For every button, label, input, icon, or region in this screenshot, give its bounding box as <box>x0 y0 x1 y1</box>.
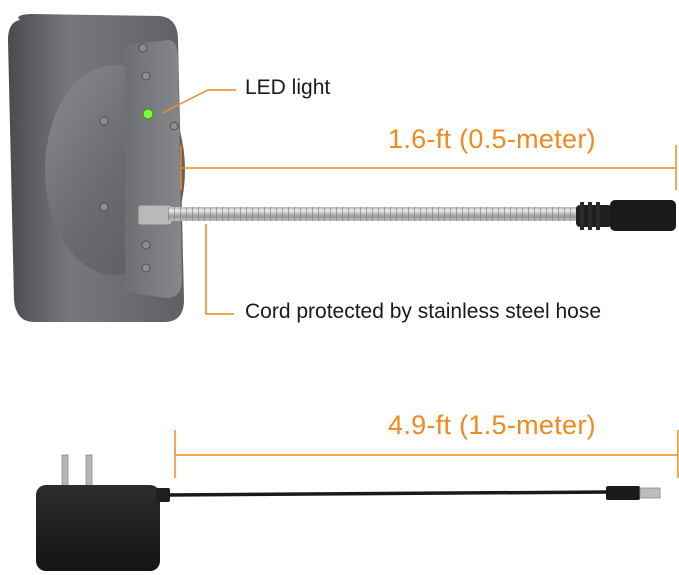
hose-length-label: 1.6-ft (0.5-meter) <box>388 124 596 154</box>
led-light-label: LED light <box>245 76 331 99</box>
power-adapter <box>36 454 661 571</box>
device-body <box>8 14 185 322</box>
plug-prong-icon <box>85 454 93 490</box>
hose-length-dimension-line <box>180 145 677 190</box>
dc-female-connector <box>576 200 676 231</box>
cord-leader-line <box>205 224 234 315</box>
adapter-cord-dimension-line <box>174 430 679 478</box>
led-indicator-icon <box>142 108 154 120</box>
stainless-hose <box>137 204 578 226</box>
led-leader-line <box>161 89 236 114</box>
adapter-cord-length-label: 4.9-ft (1.5-meter) <box>388 410 596 440</box>
cord-protection-label: Cord protected by stainless steel hose <box>245 300 602 323</box>
plug-prong-icon <box>61 454 69 490</box>
